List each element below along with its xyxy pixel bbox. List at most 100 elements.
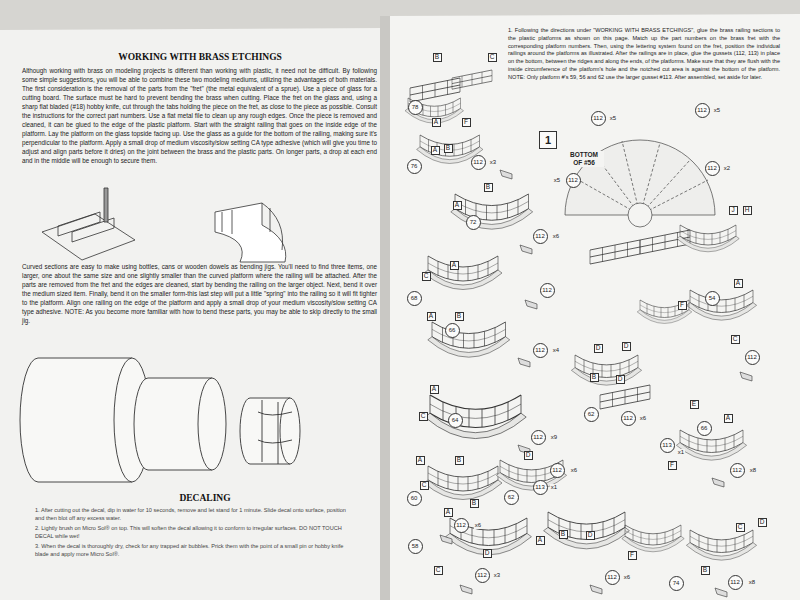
node-text: 112 — [552, 467, 562, 473]
node-text: C — [738, 524, 743, 531]
callout-number: 112 — [475, 568, 490, 583]
node-text: E — [692, 401, 696, 408]
quantity: x6 — [639, 415, 647, 422]
callout-number: 54 — [705, 291, 720, 306]
fan-platform — [565, 140, 715, 227]
callout-letter: A — [450, 261, 459, 270]
node-text: 74 — [673, 580, 680, 586]
callout-number: 112 — [705, 161, 720, 176]
callout-letter: F — [628, 551, 637, 560]
callout-number: 112 — [621, 411, 636, 426]
node-text: D — [760, 519, 765, 526]
callout-letter: J — [729, 206, 738, 215]
node-text: D — [526, 452, 531, 459]
quantity: x5 — [713, 107, 721, 114]
callout-letter: B — [455, 312, 464, 321]
callout-number: 62 — [504, 490, 519, 505]
callout-letter: E — [690, 400, 699, 409]
node-text: A — [726, 415, 730, 422]
node-text: F — [464, 119, 468, 126]
node-text: 66 — [701, 425, 708, 431]
callout-number: 112 — [745, 350, 760, 365]
node-text: 112 — [747, 354, 757, 360]
node-text: C — [424, 273, 429, 280]
node-text: 1 — [545, 135, 551, 146]
callout-letter: D — [483, 549, 492, 558]
callout-number: 112 — [591, 111, 606, 126]
callout-number: 113 — [660, 438, 675, 453]
node-text: B — [457, 457, 461, 464]
callout-number: 68 — [407, 291, 422, 306]
node-text: 112 — [535, 347, 545, 353]
callout-number: 66 — [445, 323, 460, 338]
node-text: D — [618, 376, 623, 383]
callout-letter: C — [420, 481, 429, 490]
callout-letter: B — [559, 530, 568, 539]
node-text: 76 — [411, 163, 418, 169]
node-text: A — [736, 280, 740, 287]
callout-number: 74 — [669, 576, 684, 591]
node-text: 112 — [697, 107, 707, 113]
node-text: B — [592, 374, 596, 381]
callout-letter: C — [736, 523, 745, 532]
callout-number: 112 — [531, 430, 546, 445]
callout-number: 112 — [454, 518, 469, 533]
callout-letter: A — [536, 536, 545, 545]
node-text: B — [703, 567, 707, 574]
node-text: B — [446, 145, 450, 152]
callout-number: 72 — [466, 215, 481, 230]
view-note: BOTTOM OF #56 — [564, 151, 604, 167]
right-page — [388, 14, 800, 600]
callout-letter: B — [470, 499, 479, 508]
node-text: B — [457, 313, 461, 320]
node-text: 72 — [470, 219, 477, 225]
node-text: C — [733, 336, 738, 343]
node-text: 112 — [707, 165, 717, 171]
node-text: 112 — [593, 115, 603, 121]
node-text: D — [624, 343, 629, 350]
quantity: x6 — [570, 467, 578, 474]
callout-number: 112 — [605, 570, 620, 585]
node-text: J — [731, 207, 734, 214]
callout-letter: A — [416, 456, 425, 465]
instruction-text: 1. After cutting out the decal, dip in w… — [35, 507, 350, 522]
callout-letter: D — [616, 375, 625, 384]
callout-letter: C — [488, 53, 497, 62]
callout-number: 78 — [408, 100, 423, 115]
node-text: F — [630, 552, 634, 559]
instruction-text: Although working with brass on modeling … — [22, 66, 377, 165]
quantity: x3 — [489, 159, 497, 166]
callout-letter: D — [586, 531, 595, 540]
node-text: D — [596, 345, 601, 352]
node-text: B — [486, 184, 490, 191]
node-text: 60 — [411, 495, 418, 501]
node-text: A — [418, 457, 422, 464]
node-text: D — [588, 532, 593, 539]
node-text: 58 — [412, 543, 419, 549]
callout-letter: C — [434, 566, 443, 575]
callout-number: 112 — [540, 283, 555, 298]
quantity: x9 — [550, 434, 558, 441]
callout-letter: B — [484, 183, 493, 192]
node-text: 112 — [568, 177, 578, 183]
quantity: x6 — [474, 522, 482, 529]
node-text: 64 — [452, 417, 459, 423]
node-text: F — [680, 302, 684, 309]
node-text: 112 — [477, 572, 487, 578]
callout-number: 60 — [407, 491, 422, 506]
node-text: A — [538, 537, 542, 544]
quantity: x4 — [552, 347, 560, 354]
callout-letter: A — [453, 201, 462, 210]
node-text: A — [432, 386, 436, 393]
callout-letter: F — [678, 301, 687, 310]
quantity: x5 — [609, 115, 617, 122]
callout-number: 66 — [697, 421, 712, 436]
node-text: 62 — [508, 494, 515, 500]
callout-letter: A — [431, 146, 440, 155]
quantity: x8 — [748, 579, 756, 586]
quantity: x2 — [723, 165, 731, 172]
callout-number: 112 — [471, 155, 486, 170]
callout-number: 113 — [533, 480, 548, 495]
node-text: A — [434, 119, 438, 126]
